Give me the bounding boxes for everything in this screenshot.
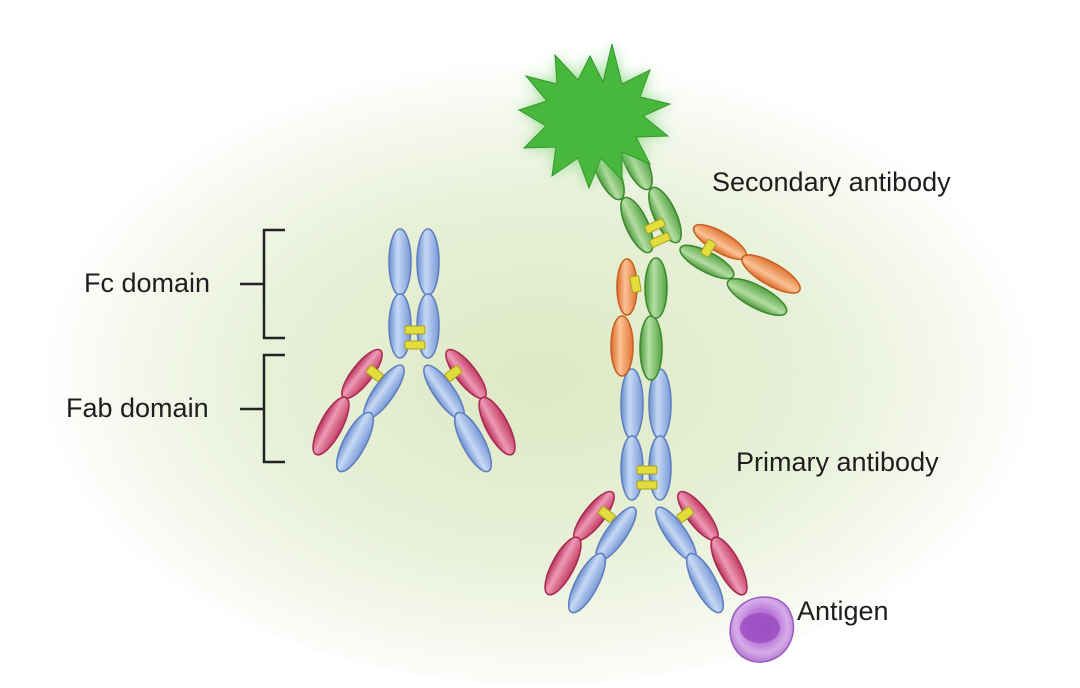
disulfide-bond [365,365,384,382]
antigen-label: Antigen [797,596,889,626]
disulfide-bond [629,275,642,294]
primary-antibody-label: Primary antibody [736,447,939,477]
heavy-chain-segment [726,277,788,317]
primary-antibody [544,368,748,614]
disulfide-bond [444,365,463,382]
disulfide-bond [700,239,717,258]
disulfide-bond [636,465,658,475]
secondary-antibody-label: Secondary antibody [712,167,951,197]
light-chain-segment [544,536,582,596]
heavy-chain-segment [685,552,725,614]
heavy-chain-segment [335,411,375,473]
heavy-chain-segment [567,552,607,614]
disulfide-bond [636,480,658,490]
light-chain-segment [610,315,634,377]
light-chain-segment [478,396,516,456]
antigen-cell-icon [729,596,795,663]
heavy-chain-segment [620,196,654,254]
starburst-icon [517,43,672,190]
heavy-chain-segment [620,368,644,440]
light-chain-segment [710,536,748,596]
fab-domain-label: Fab domain [66,393,209,423]
heavy-chain-segment [388,228,412,296]
background-glow [40,45,1040,685]
heavy-chain-segment [644,257,668,319]
heavy-chain-segment [416,228,440,296]
fab-domain-bracket [240,353,285,464]
disulfide-bond [404,340,426,350]
fc-domain-bracket [240,228,285,340]
disulfide-bond [676,506,695,523]
heavy-chain-segment [679,244,735,280]
light-chain-segment [312,396,350,456]
heavy-chain-segment [453,411,493,473]
fc-domain-label: Fc domain [84,268,211,298]
heavy-chain-segment [648,186,682,244]
heavy-chain-segment [639,315,663,381]
disulfide-bond [644,218,666,234]
light-chain-segment [741,254,801,294]
disulfide-bond [649,232,671,248]
disulfide-bond [404,325,426,335]
disulfide-bond [597,506,616,523]
isolated-antibody [312,228,516,473]
secondary-antibody [591,133,801,381]
